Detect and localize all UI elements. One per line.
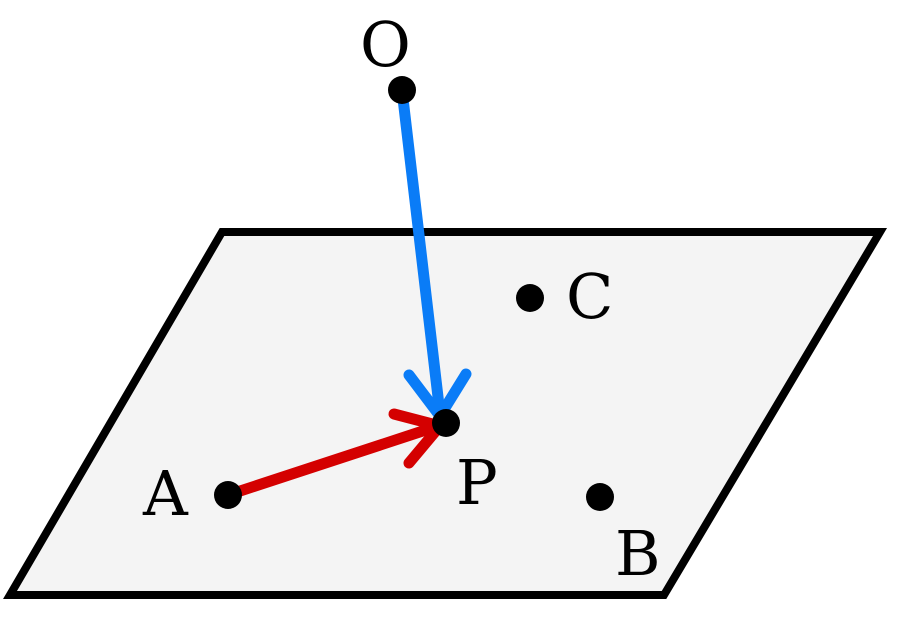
point-c: [516, 284, 544, 312]
point-o: [388, 76, 416, 104]
point-a: [214, 481, 242, 509]
point-p: [432, 409, 460, 437]
label-b: B: [615, 517, 661, 590]
label-p: P: [456, 446, 498, 519]
label-c: C: [566, 260, 613, 333]
label-o: O: [360, 8, 411, 81]
label-a: A: [142, 457, 189, 530]
point-b: [586, 483, 614, 511]
